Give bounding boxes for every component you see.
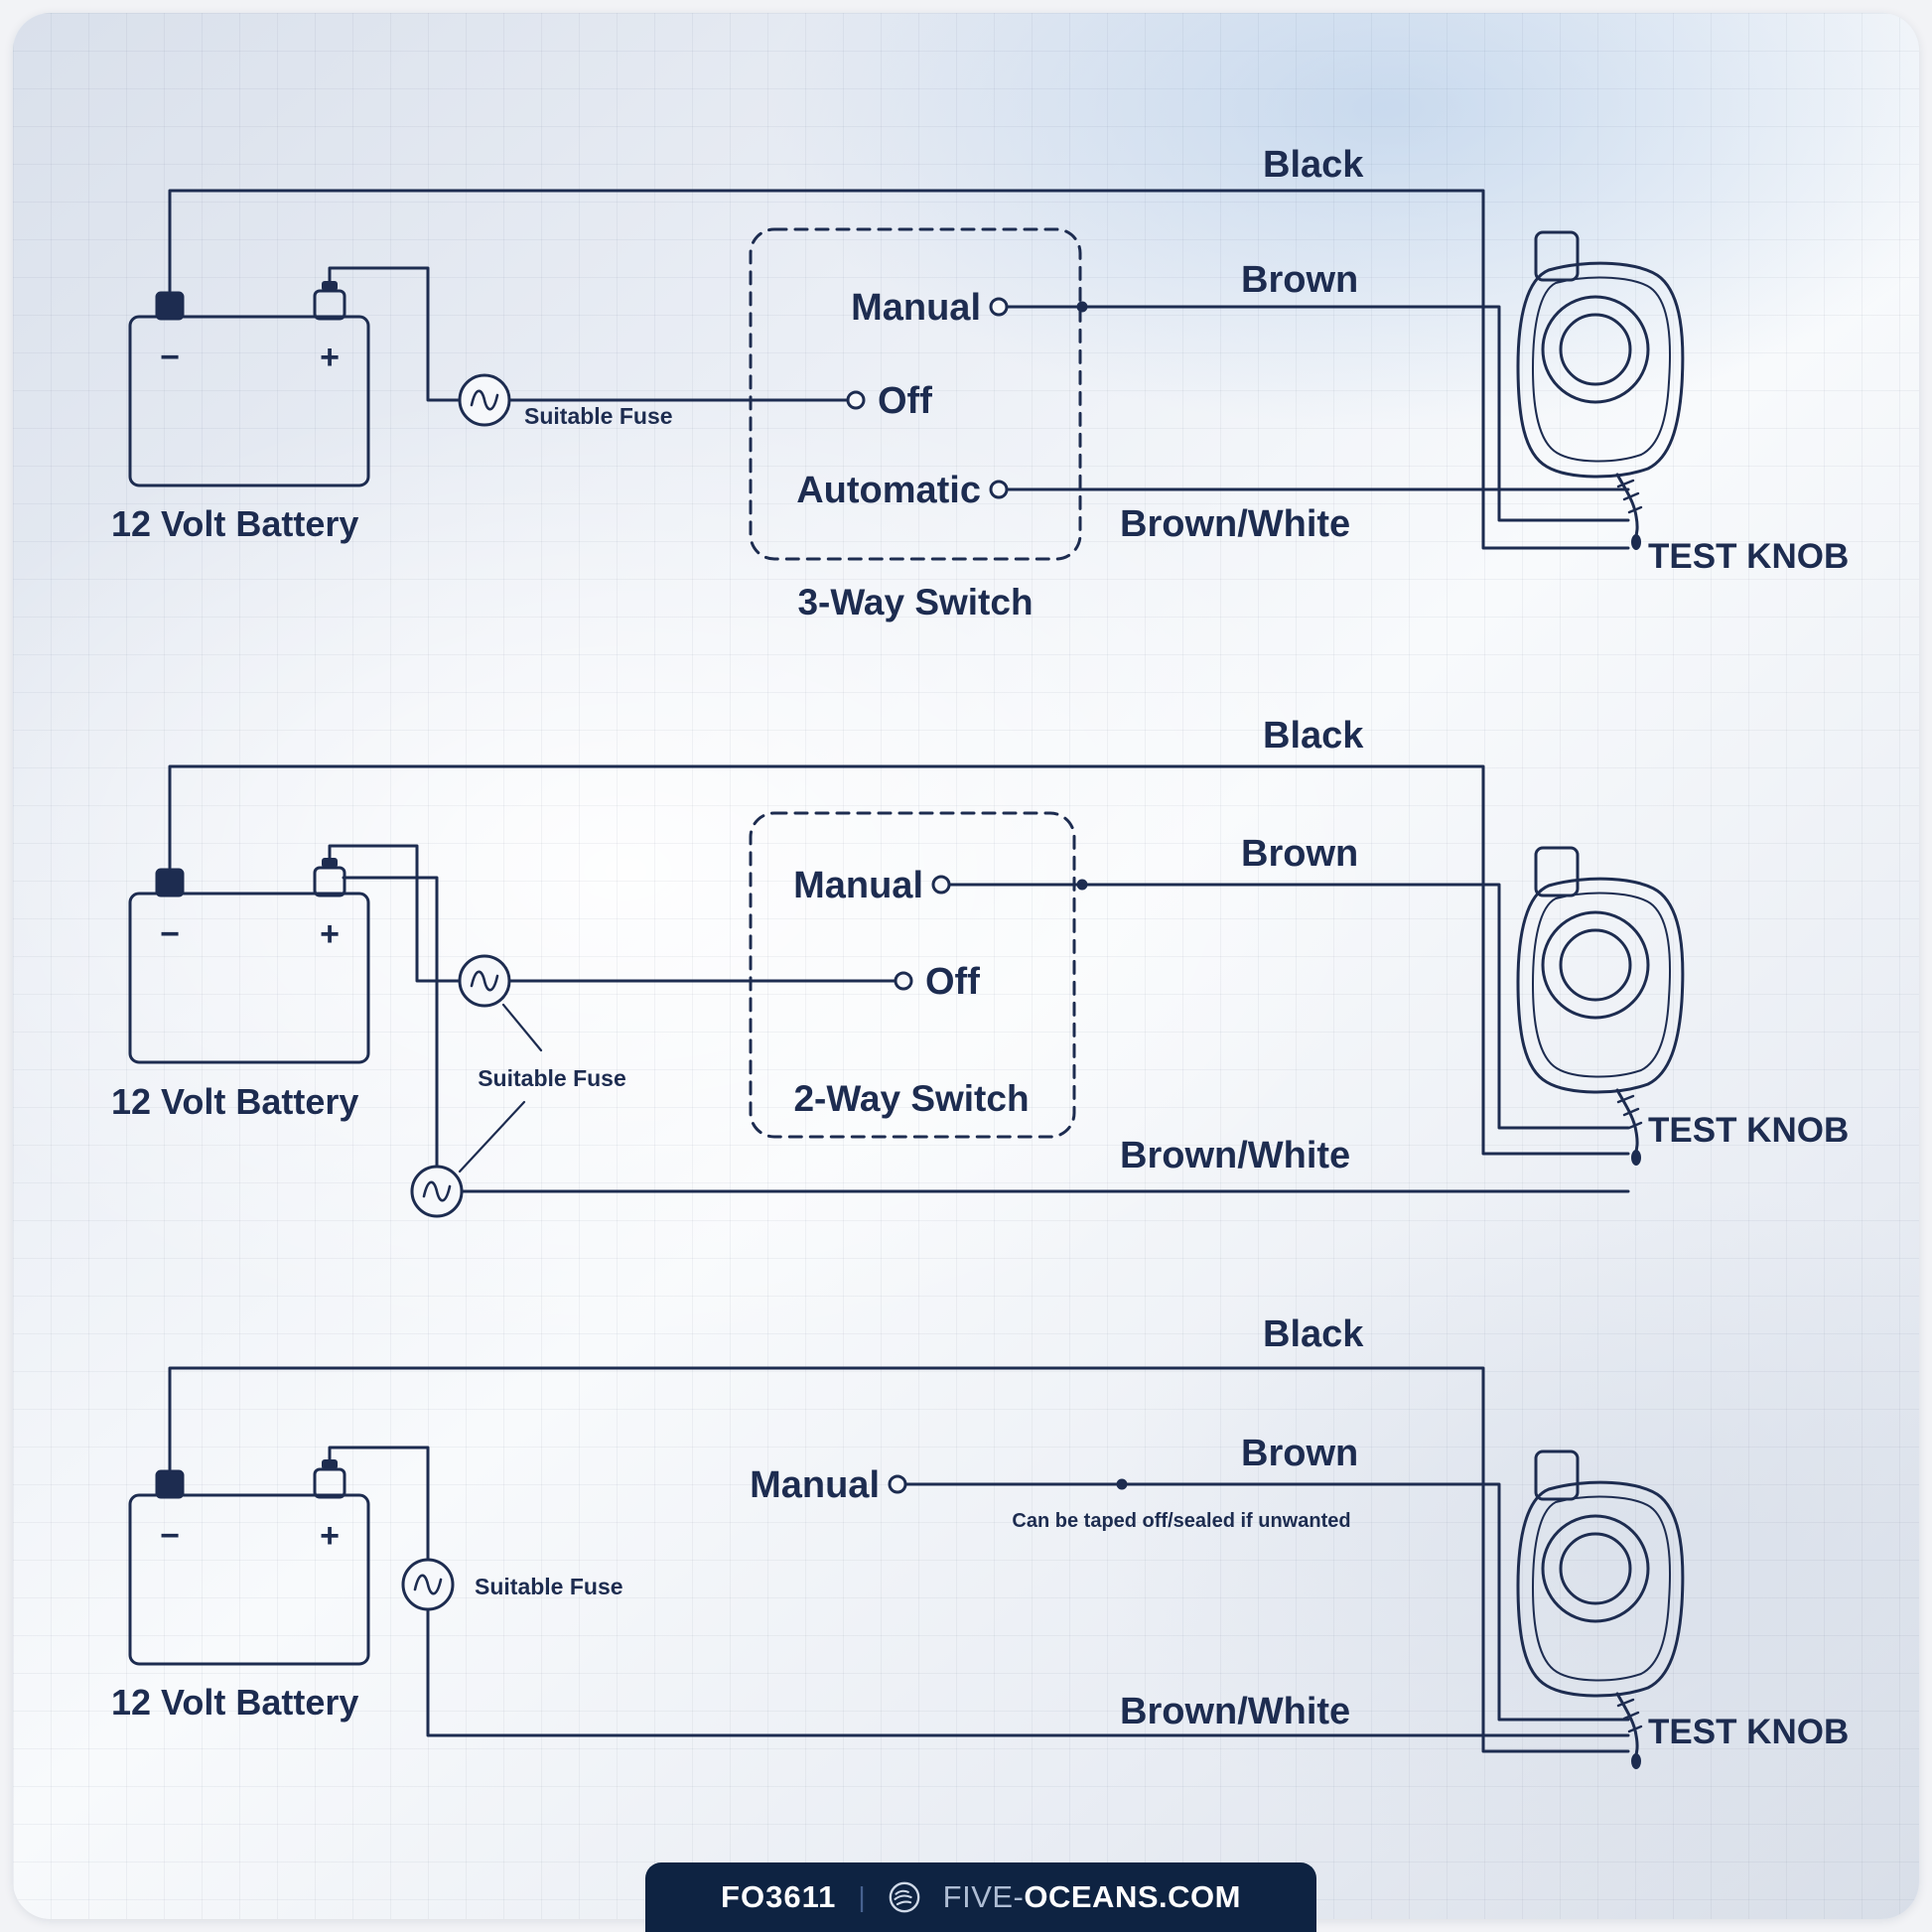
terminal-off — [894, 971, 913, 991]
wire-label-black: Black — [1263, 144, 1364, 186]
switch-option-manual: Manual — [793, 865, 923, 906]
wire-label-brown: Brown — [1241, 1433, 1358, 1474]
switch-option-off: Off — [925, 961, 980, 1003]
five-oceans-logo-icon — [888, 1880, 921, 1914]
junction-dot — [1076, 301, 1088, 313]
diagram-manual-only: Black Brown Brown/White Manual Can be ta… — [111, 1313, 1849, 1771]
wire-label-brown-white: Brown/White — [1120, 1691, 1350, 1732]
diagram-2way-switch: Black Brown Brown/White Manual Off 2-Way… — [111, 715, 1849, 1218]
battery-label: 12 Volt Battery — [111, 503, 358, 544]
manual-note: Can be taped off/sealed if unwanted — [1012, 1510, 1350, 1532]
switch-option-manual: Manual — [750, 1464, 880, 1506]
footer-divider: | — [858, 1881, 866, 1912]
wire-label-brown: Brown — [1241, 833, 1358, 875]
brand-wordmark: FIVE-OCEANS.COM — [943, 1879, 1241, 1915]
fuse-pointer-line-1 — [501, 1003, 543, 1052]
terminal-manual — [931, 875, 951, 895]
wire-brown-white — [426, 1607, 1630, 1737]
product-code: FO3611 — [721, 1879, 837, 1914]
diagram-card: − + — [13, 13, 1919, 1919]
junction-dot — [1116, 1478, 1128, 1490]
diagram-3way-switch: Black Brown Brown/White Manual Off Autom… — [111, 144, 1849, 622]
terminal-manual — [888, 1474, 907, 1494]
wire-label-brown-white: Brown/White — [1120, 503, 1350, 545]
test-knob-label: TEST KNOB — [1648, 1713, 1849, 1751]
footer-bar: FO3611 | FIVE-OCEANS.COM — [645, 1863, 1316, 1932]
fuse-pointer-line-2 — [458, 1100, 526, 1173]
battery-label: 12 Volt Battery — [111, 1081, 358, 1122]
switch-name: 3-Way Switch — [797, 582, 1033, 622]
wire-brown — [1005, 305, 1630, 522]
wire-battery-to-fuse-1 — [328, 844, 462, 983]
switch-box-2way — [749, 811, 1076, 1139]
fuse-label: Suitable Fuse — [524, 403, 673, 429]
wire-label-brown-white: Brown/White — [1120, 1135, 1350, 1176]
switch-option-automatic: Automatic — [796, 470, 981, 511]
terminal-automatic — [989, 480, 1009, 499]
fuse-label: Suitable Fuse — [475, 1574, 623, 1599]
wire-battery-to-fuse — [328, 266, 462, 402]
switch-option-off: Off — [878, 380, 932, 422]
brand-prefix: FIVE- — [942, 1879, 1025, 1914]
switch-box-3way — [749, 227, 1082, 561]
switch-option-manual: Manual — [851, 287, 981, 329]
junction-dot — [1076, 879, 1088, 891]
wire-battery-to-fuse — [328, 1446, 430, 1562]
test-knob-label: TEST KNOB — [1648, 1111, 1849, 1150]
battery-label: 12 Volt Battery — [111, 1682, 358, 1723]
terminal-manual — [989, 297, 1009, 317]
test-knob-label: TEST KNOB — [1648, 537, 1849, 576]
wire-label-black: Black — [1263, 715, 1364, 757]
fuse-label: Suitable Fuse — [478, 1065, 626, 1091]
wire-battery-to-fuse-2 — [342, 876, 439, 1169]
wire-label-brown: Brown — [1241, 259, 1358, 301]
switch-name: 2-Way Switch — [793, 1078, 1029, 1119]
terminal-off — [846, 390, 866, 410]
brand-suffix: OCEANS.COM — [1024, 1879, 1241, 1914]
wire-brown — [947, 883, 1630, 1130]
wire-black — [168, 1366, 1630, 1753]
wiring-diagram: − + — [111, 144, 1849, 1771]
wire-black — [168, 764, 1630, 1156]
wire-black — [168, 189, 1630, 550]
wave-logo-icon — [889, 1881, 919, 1913]
wire-label-black: Black — [1263, 1313, 1364, 1355]
wire-brown — [903, 1482, 1630, 1722]
